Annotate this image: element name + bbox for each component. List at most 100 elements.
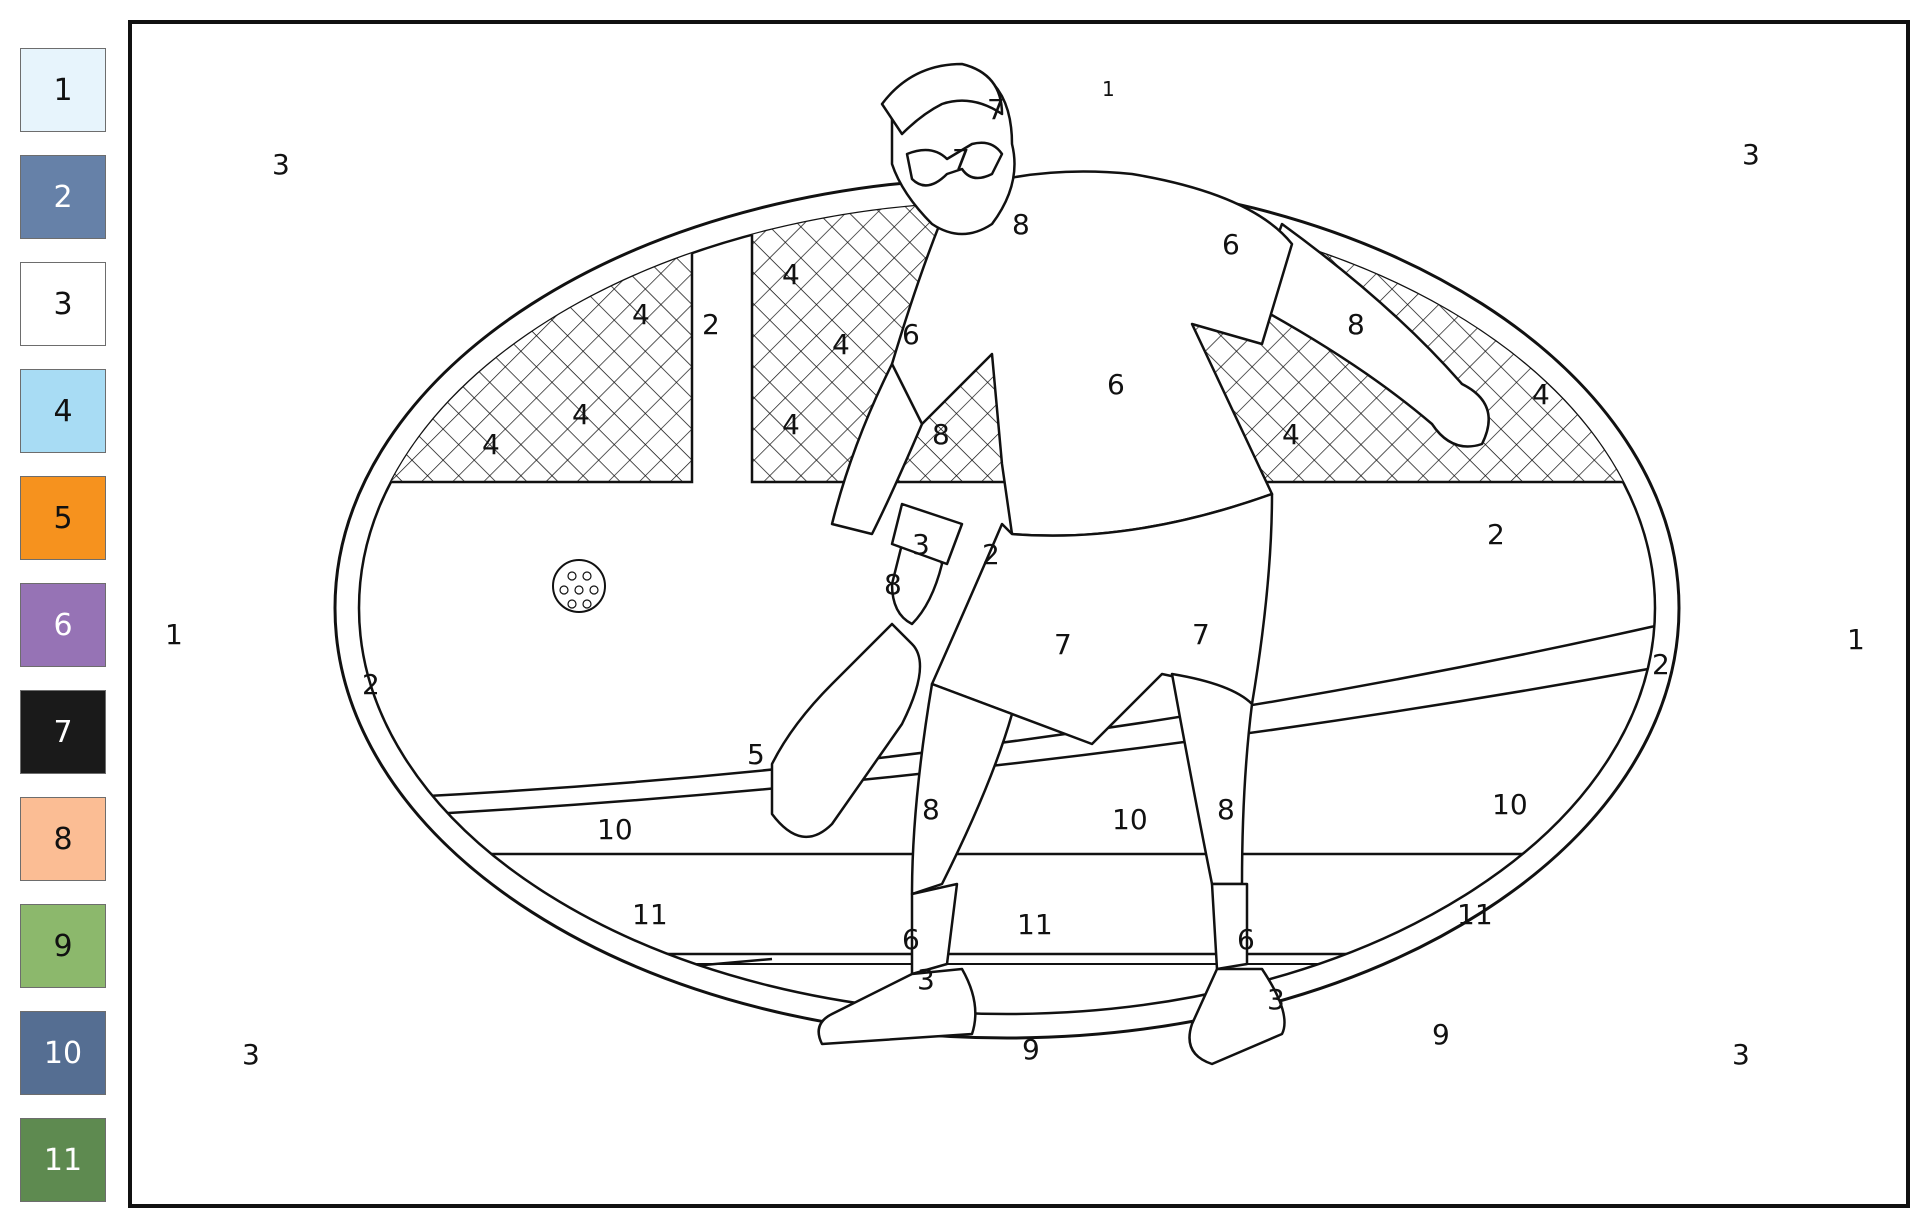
color-swatch-1[interactable]: 1 <box>20 48 106 132</box>
svg-text:2: 2 <box>982 538 1000 571</box>
svg-text:4: 4 <box>1482 158 1500 191</box>
svg-text:3: 3 <box>1267 983 1285 1016</box>
player-right-sock <box>1210 882 1249 971</box>
svg-text:8: 8 <box>1347 308 1365 341</box>
svg-text:1: 1 <box>165 618 183 651</box>
svg-text:10: 10 <box>597 813 633 846</box>
svg-text:4: 4 <box>572 398 590 431</box>
color-swatch-4[interactable]: 4 <box>20 369 106 453</box>
svg-text:4: 4 <box>832 328 850 361</box>
svg-text:4: 4 <box>632 298 650 331</box>
swatch-number: 4 <box>53 393 73 429</box>
svg-text:3: 3 <box>272 148 290 181</box>
coloring-canvas[interactable]: 444 444 444 444 444 444 444 444 444 444 <box>128 20 1910 1208</box>
court-baseline[interactable] <box>222 582 1832 806</box>
player-hair <box>880 62 1004 136</box>
swatch-number: 3 <box>53 286 73 322</box>
swatch-number: 1 <box>53 72 73 108</box>
svg-text:11: 11 <box>1457 898 1493 931</box>
coloring-drawing[interactable]: 444 444 444 444 444 444 444 444 444 444 <box>132 24 1906 1204</box>
svg-text:3: 3 <box>1742 138 1760 171</box>
player-back-arm <box>1250 222 1490 448</box>
svg-text:4: 4 <box>1192 108 1210 141</box>
swatch-number: 5 <box>53 500 73 536</box>
svg-text:4: 4 <box>1372 118 1390 151</box>
svg-text:1: 1 <box>1847 623 1865 656</box>
swatch-number: 10 <box>43 1035 83 1071</box>
svg-text:4: 4 <box>482 428 500 461</box>
color-swatch-2[interactable]: 2 <box>20 155 106 239</box>
svg-text:6: 6 <box>1107 368 1125 401</box>
court-baseline-inner[interactable] <box>222 632 1832 826</box>
svg-text:10: 10 <box>1112 803 1148 836</box>
svg-text:3: 3 <box>1732 1038 1750 1071</box>
svg-text:3: 3 <box>242 1038 260 1071</box>
svg-text:6: 6 <box>1222 228 1240 261</box>
svg-text:4: 4 <box>1292 148 1310 181</box>
svg-text:8: 8 <box>1217 793 1235 826</box>
color-swatch-6[interactable]: 6 <box>20 583 106 667</box>
svg-text:9: 9 <box>1022 1033 1040 1066</box>
svg-text:8: 8 <box>884 568 902 601</box>
svg-text:6: 6 <box>902 318 920 351</box>
svg-text:8: 8 <box>922 793 940 826</box>
svg-text:9: 9 <box>1432 1018 1450 1051</box>
svg-text:8: 8 <box>932 418 950 451</box>
color-swatch-11[interactable]: 11 <box>20 1118 106 1202</box>
player-wristband <box>890 502 964 566</box>
svg-text:3: 3 <box>912 528 930 561</box>
player[interactable] <box>770 62 1490 1066</box>
svg-text:7: 7 <box>1192 618 1210 651</box>
swatch-number: 8 <box>53 821 73 857</box>
player-right-shoe <box>1188 967 1286 1066</box>
svg-text:2: 2 <box>702 308 720 341</box>
svg-text:4: 4 <box>1652 408 1670 441</box>
pickleball[interactable] <box>552 559 606 613</box>
svg-text:4: 4 <box>782 408 800 441</box>
svg-text:7: 7 <box>952 143 970 176</box>
swatch-number: 9 <box>53 928 73 964</box>
svg-text:7: 7 <box>987 93 1005 126</box>
svg-text:6: 6 <box>902 923 920 956</box>
svg-text:2: 2 <box>1487 518 1505 551</box>
svg-text:4: 4 <box>552 248 570 281</box>
svg-text:4: 4 <box>602 198 620 231</box>
player-left-shoe <box>817 967 977 1046</box>
fence-panel-right[interactable] <box>1762 394 1882 482</box>
svg-text:4: 4 <box>1582 218 1600 251</box>
svg-text:4: 4 <box>1392 198 1410 231</box>
svg-text:2: 2 <box>1652 648 1670 681</box>
svg-text:4: 4 <box>772 128 790 161</box>
pickleball-paddle <box>770 622 922 839</box>
svg-text:11: 11 <box>1017 908 1053 941</box>
svg-text:10: 10 <box>1492 788 1528 821</box>
svg-text:8: 8 <box>1012 208 1030 241</box>
player-right-leg <box>1170 672 1254 886</box>
svg-text:4: 4 <box>1492 248 1510 281</box>
svg-text:7: 7 <box>1054 628 1072 661</box>
player-front-arm <box>830 362 924 536</box>
swatch-number: 2 <box>53 179 73 215</box>
fence-panel-left[interactable] <box>192 134 694 484</box>
player-left-sock <box>910 882 959 976</box>
svg-text:4: 4 <box>782 258 800 291</box>
color-swatch-5[interactable]: 5 <box>20 476 106 560</box>
swatch-number: 6 <box>53 607 73 643</box>
color-swatch-10[interactable]: 10 <box>20 1011 106 1095</box>
svg-text:6: 6 <box>1237 923 1255 956</box>
color-swatch-9[interactable]: 9 <box>20 904 106 988</box>
color-swatch-8[interactable]: 8 <box>20 797 106 881</box>
svg-text:2: 2 <box>362 668 380 701</box>
color-swatch-3[interactable]: 3 <box>20 262 106 346</box>
svg-text:4: 4 <box>1092 98 1110 131</box>
svg-text:4: 4 <box>1282 418 1300 451</box>
player-shorts <box>930 492 1274 746</box>
color-swatch-7[interactable]: 7 <box>20 690 106 774</box>
svg-text:11: 11 <box>632 898 668 931</box>
player-left-leg <box>910 682 1014 896</box>
svg-text:4: 4 <box>1592 298 1610 331</box>
player-sunglasses <box>905 141 1004 187</box>
swatch-number: 11 <box>43 1142 83 1178</box>
svg-text:3: 3 <box>917 963 935 996</box>
svg-text:5: 5 <box>747 738 765 771</box>
